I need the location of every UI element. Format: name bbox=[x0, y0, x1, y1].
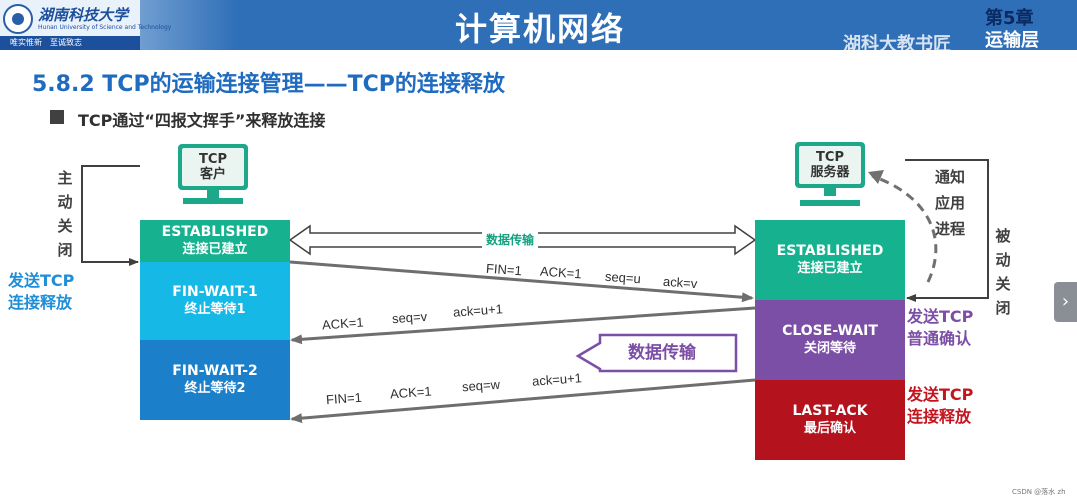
state-desc: 最后确认 bbox=[803, 421, 856, 436]
chapter-badge: 第5章 运输层 bbox=[945, 0, 1077, 51]
server-label-line2: 服务器 bbox=[810, 165, 850, 180]
subtitle: TCP通过“四报文挥手”来释放连接 bbox=[78, 111, 326, 130]
university-seal-icon bbox=[3, 4, 33, 34]
client-state-fin-wait-1: FIN-WAIT-1 终止等待1 bbox=[140, 262, 290, 340]
halfopen-data-label: 数据传输 bbox=[628, 343, 696, 363]
server-send-ack-label: 发送TCP 普通确认 bbox=[907, 307, 974, 348]
notify-app-arrow bbox=[871, 174, 938, 283]
segment-field: FIN=1 bbox=[485, 260, 523, 279]
segment-field: ACK=1 bbox=[389, 383, 433, 402]
halfopen-data-arrow bbox=[575, 333, 738, 373]
active-close-bracket bbox=[81, 165, 140, 266]
passive-close-bracket bbox=[905, 159, 989, 302]
state-name: CLOSE-WAIT bbox=[782, 323, 878, 339]
notify-app-arrowhead bbox=[868, 170, 884, 184]
client-state-established: ESTABLISHED 连接已建立 bbox=[140, 220, 290, 262]
segment-arrow-fin1 bbox=[289, 260, 754, 303]
server-label-line1: TCP bbox=[816, 150, 844, 165]
segment-arrow-ack bbox=[290, 306, 756, 345]
credit-watermark: CSDN @落水 zh bbox=[1012, 488, 1066, 496]
university-motto: 唯实惟新 至诚致志 bbox=[0, 36, 140, 50]
section-title: 5.8.2 TCP的运输连接管理——TCP的连接释放 bbox=[32, 72, 505, 97]
state-desc: 连接已建立 bbox=[797, 261, 863, 276]
client-state-fin-wait-2: FIN-WAIT-2 终止等待2 bbox=[140, 340, 290, 420]
segment-field: ack=v bbox=[662, 273, 698, 292]
state-name: ESTABLISHED bbox=[161, 224, 269, 240]
chapter-name: 运输层 bbox=[985, 30, 1039, 51]
segment-field: seq=v bbox=[391, 308, 428, 327]
segment-arrow-fin2 bbox=[290, 378, 756, 424]
client-send-release-label: 发送TCP 连接释放 bbox=[8, 271, 75, 312]
server-state-close-wait: CLOSE-WAIT 关闭等待 bbox=[755, 300, 905, 380]
university-name: 湖南科技大学 bbox=[38, 6, 129, 24]
state-desc: 终止等待2 bbox=[184, 381, 246, 396]
segment-field: seq=u bbox=[604, 268, 642, 287]
slide-header: 湖南科技大学 Hunan University of Science and T… bbox=[0, 0, 1077, 55]
passive-close-label: 被 动 关 闭 bbox=[995, 227, 1011, 317]
segment-field: ACK=1 bbox=[539, 263, 583, 282]
university-logo: 湖南科技大学 Hunan University of Science and T… bbox=[0, 0, 171, 50]
course-title: 计算机网络 bbox=[454, 10, 625, 48]
server-state-last-ack: LAST-ACK 最后确认 bbox=[755, 380, 905, 460]
server-state-established: ESTABLISHED 连接已建立 bbox=[755, 220, 905, 300]
state-name: FIN-WAIT-2 bbox=[172, 363, 258, 379]
state-name: FIN-WAIT-1 bbox=[172, 284, 258, 300]
next-slide-button[interactable]: › bbox=[1054, 282, 1077, 322]
chapter-number: 第5章 bbox=[985, 8, 1034, 29]
university-name-en: Hunan University of Science and Technolo… bbox=[38, 24, 172, 31]
client-label-line1: TCP bbox=[199, 152, 227, 167]
notify-app-label: 通知 应用 进程 bbox=[934, 168, 965, 238]
segment-field: FIN=1 bbox=[325, 389, 363, 408]
client-label-line2: 客户 bbox=[199, 167, 226, 182]
watermark: 湖科大教书匠 bbox=[843, 34, 951, 55]
segment-field: ACK=1 bbox=[321, 314, 365, 333]
server-send-release-label: 发送TCP 连接释放 bbox=[907, 385, 974, 426]
active-close-label: 主 动 关 闭 bbox=[57, 169, 73, 259]
state-desc: 连接已建立 bbox=[182, 242, 248, 257]
state-name: LAST-ACK bbox=[792, 403, 868, 419]
data-transfer-label: 数据传输 bbox=[482, 231, 539, 248]
state-desc: 终止等待1 bbox=[184, 302, 246, 317]
segment-field: seq=w bbox=[461, 376, 501, 395]
state-desc: 关闭等待 bbox=[803, 341, 856, 356]
bullet-square-icon bbox=[50, 110, 64, 124]
state-name: ESTABLISHED bbox=[776, 243, 884, 259]
